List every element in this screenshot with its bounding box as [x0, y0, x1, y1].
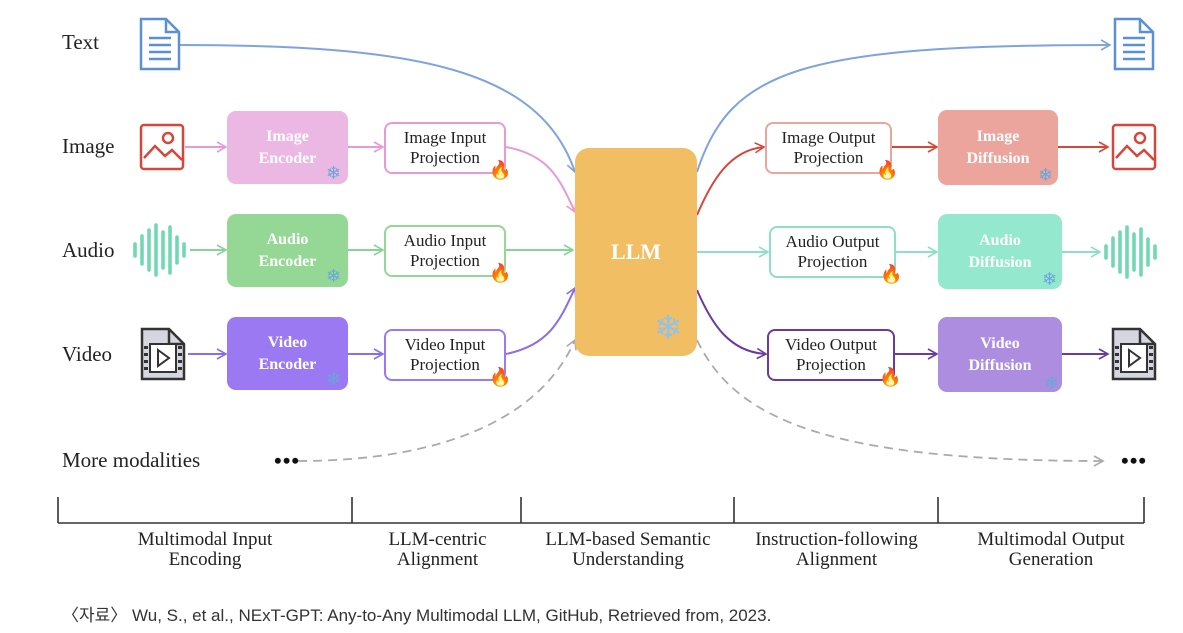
stage-label-input-encoding-line2: Encoding: [168, 549, 242, 570]
stage-label-llm-centric-alignment: LLM-centric Alignment: [355, 530, 520, 570]
picture-icon: [139, 123, 185, 171]
image-diffusion-snowflake-icon: ❄: [1038, 165, 1054, 185]
stage-label-input-encoding-line1: Multimodal Input: [137, 529, 273, 550]
output-waveform-icon: [1104, 225, 1157, 279]
audio-output-projection-line2: Projection: [797, 252, 868, 271]
image-modality-label: Image: [62, 134, 115, 158]
audio-diffusion-box: Audio Diffusion: [938, 214, 1062, 289]
video-output-projection-line2: Projection: [796, 355, 866, 374]
llm-snowflake-icon: ❄: [654, 310, 683, 347]
video-diffusion-snowflake-icon: ❄: [1044, 373, 1060, 393]
more-modalities-output-dots: •••: [1121, 448, 1148, 473]
image-encoder-snowflake-icon: ❄: [326, 163, 342, 183]
llm-to-video-output-projection-arrow: [696, 289, 768, 360]
stage-label-semantic-understanding-line2: Understanding: [572, 549, 684, 570]
stage-bracket: [57, 497, 1145, 524]
more-modalities-input-dots: •••: [274, 448, 301, 473]
video-diffusion-line1: Video: [980, 334, 1020, 352]
text-modality-label: Text: [62, 30, 100, 54]
stage-label-output-generation-line2: Generation: [1008, 549, 1094, 570]
image-diffusion-box: Image Diffusion: [938, 110, 1058, 185]
film-icon: [140, 327, 186, 381]
output-picture-icon: [1111, 123, 1157, 171]
audio-output-projection-box: Audio Output Projection: [769, 226, 896, 278]
audio-input-projection-line1: Audio Input: [403, 231, 487, 250]
video-encoder-line2: Encoder: [258, 355, 317, 373]
stage-label-semantic-understanding: LLM-based Semantic Understanding: [522, 530, 734, 570]
stage-label-llm-centric-alignment-line2: Alignment: [396, 549, 479, 570]
more-modalities-label: More modalities: [62, 448, 201, 472]
audio-output-projection-line1: Audio Output: [785, 232, 880, 251]
audio-input-projection-fire-icon: 🔥: [489, 263, 512, 283]
video-encoder-box: Video Encoder: [227, 317, 348, 390]
audio-encoder-line2: Encoder: [258, 252, 317, 270]
stage-label-input-encoding: Multimodal Input Encoding: [80, 530, 330, 570]
audio-input-projection-box: Audio Input Projection: [384, 225, 506, 277]
more-modalities-output-arrow: [696, 339, 1105, 467]
waveform-icon: [133, 223, 186, 277]
video-encoder-snowflake-icon: ❄: [326, 369, 342, 389]
image-input-projection-line1: Image Input: [403, 128, 487, 147]
audio-output-projection-fire-icon: 🔥: [880, 264, 903, 284]
image-encoder-line1: Image: [266, 127, 309, 145]
audio-diffusion-line2: Diffusion: [968, 253, 1032, 271]
audio-input-projection-line2: Projection: [410, 251, 480, 270]
stage-label-llm-centric-alignment-line1: LLM-centric: [388, 529, 487, 550]
video-input-projection-box: Video Input Projection: [384, 329, 506, 381]
image-output-projection-fire-icon: 🔥: [876, 160, 899, 180]
image-projection-to-llm-arrow: [505, 146, 577, 214]
more-modalities-input-arrow: [297, 338, 577, 462]
image-input-projection-fire-icon: 🔥: [489, 160, 512, 180]
image-encoder-line2: Encoder: [258, 149, 317, 167]
video-input-projection-line2: Projection: [410, 355, 480, 374]
text-output-arrow: [696, 39, 1112, 173]
image-input-projection-line2: Projection: [410, 148, 480, 167]
audio-modality-label: Audio: [62, 238, 115, 262]
video-diffusion-box: Video Diffusion: [938, 317, 1062, 392]
stage-label-output-generation-line1: Multimodal Output: [977, 529, 1125, 550]
audio-encoder-snowflake-icon: ❄: [326, 266, 342, 286]
audio-diffusion-snowflake-icon: ❄: [1042, 269, 1058, 289]
video-output-projection-line1: Video Output: [785, 335, 877, 354]
stage-label-instruction-following-line2: Alignment: [795, 549, 878, 570]
video-encoder-line1: Video: [267, 333, 308, 351]
video-output-projection-fire-icon: 🔥: [879, 367, 902, 387]
llm-label: LLM: [610, 239, 662, 264]
image-output-projection-line2: Projection: [793, 148, 864, 167]
output-film-icon: [1111, 327, 1157, 381]
image-output-projection-line1: Image Output: [781, 128, 876, 147]
video-diffusion-line2: Diffusion: [968, 356, 1032, 374]
document-icon: [139, 17, 181, 71]
video-projection-to-llm-arrow: [505, 286, 577, 355]
image-input-projection-box: Image Input Projection: [384, 122, 506, 174]
llm-to-image-output-projection-arrow: [696, 142, 766, 216]
audio-encoder-box: Audio Encoder: [227, 214, 348, 287]
stage-label-instruction-following-line1: Instruction-following: [755, 529, 918, 550]
source-caption: 〈자료〉 Wu, S., et al., NExT-GPT: Any-to-An…: [62, 606, 772, 625]
image-diffusion-line1: Image: [976, 127, 1020, 145]
video-input-projection-line1: Video Input: [404, 335, 486, 354]
stage-label-output-generation: Multimodal Output Generation: [940, 530, 1162, 570]
stage-label-semantic-understanding-line1: LLM-based Semantic: [545, 529, 711, 550]
image-output-projection-box: Image Output Projection: [765, 122, 892, 174]
video-modality-label: Video: [62, 342, 113, 366]
stage-label-instruction-following: Instruction-following Alignment: [735, 530, 938, 570]
text-input-arrow: [179, 44, 578, 174]
image-encoder-box: Image Encoder: [227, 111, 348, 184]
video-output-projection-box: Video Output Projection: [767, 329, 895, 381]
audio-diffusion-line1: Audio: [979, 231, 1021, 249]
output-document-icon: [1113, 17, 1155, 71]
llm-box: LLM: [575, 148, 697, 356]
image-diffusion-line2: Diffusion: [966, 149, 1030, 167]
audio-encoder-line1: Audio: [266, 230, 309, 248]
video-input-projection-fire-icon: 🔥: [489, 367, 512, 387]
